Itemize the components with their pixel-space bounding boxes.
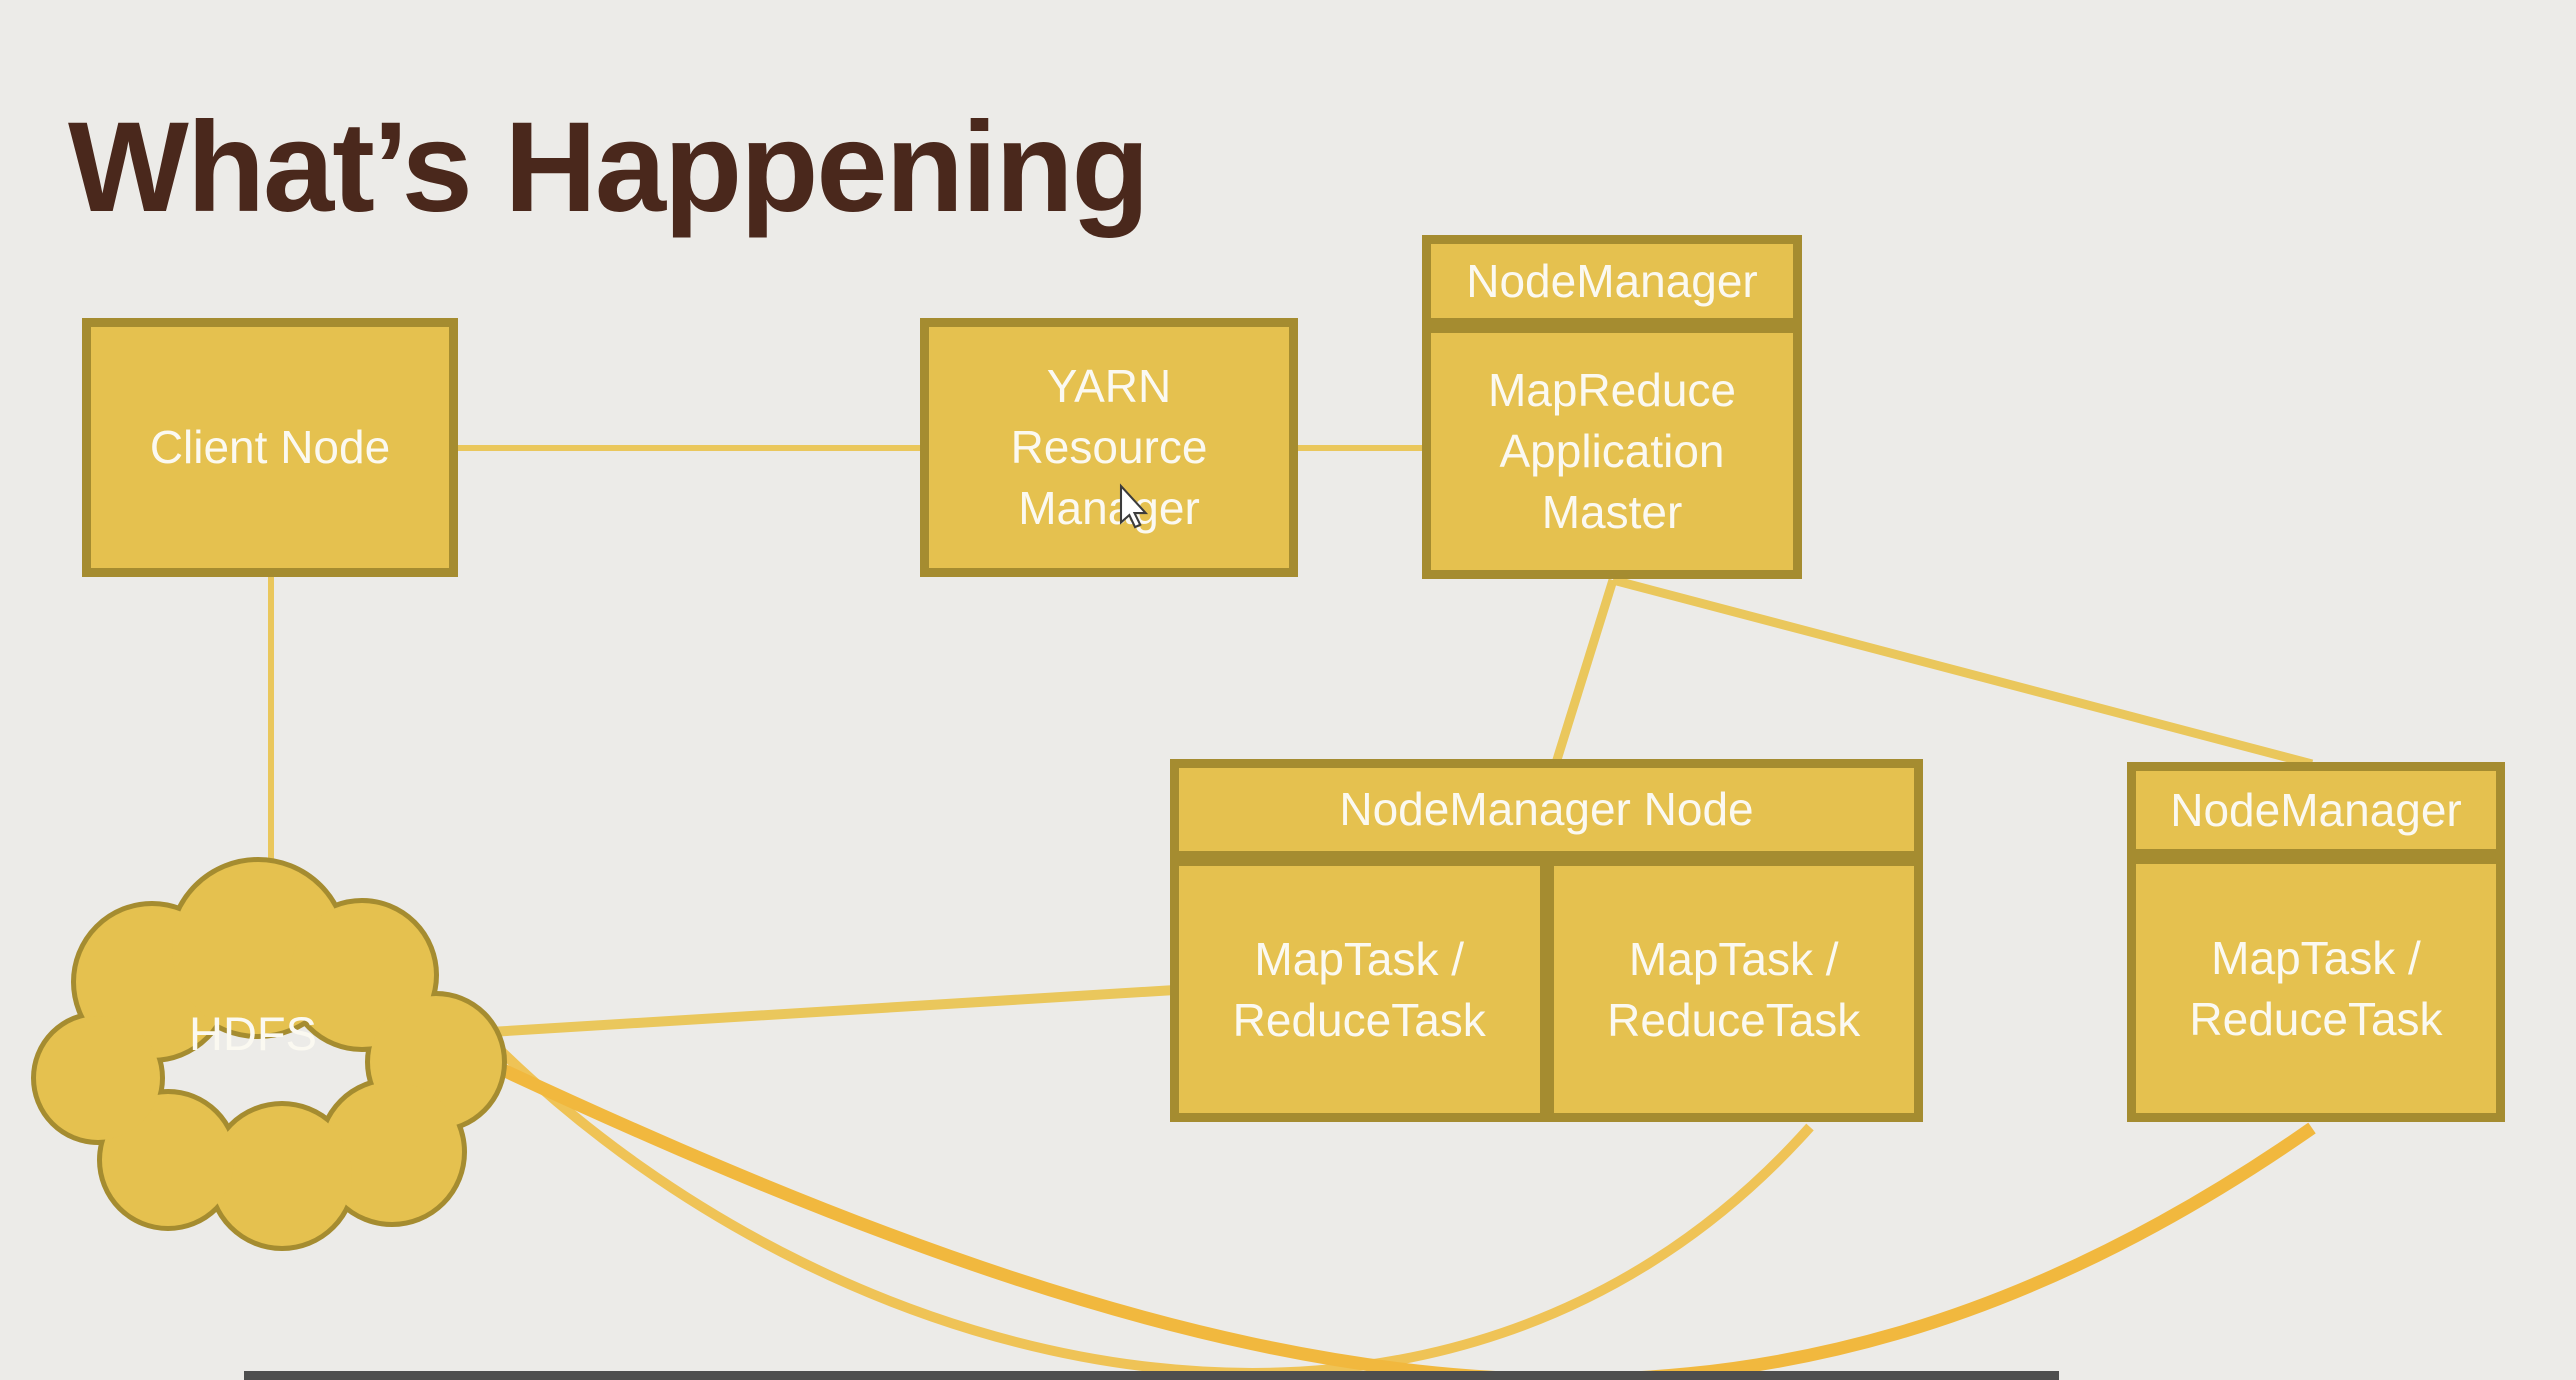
bottom-edge-bar (244, 1371, 2059, 1380)
node-nodemanager-appmaster-body: MapReduce Application Master (1431, 333, 1793, 570)
connector-hdfs-cell2-curve (496, 1046, 1814, 1378)
node-nodemanager-appmaster: NodeManager MapReduce Application Master (1422, 235, 1802, 579)
node-client-label: Client Node (149, 421, 391, 474)
node-nodemanager-node-cell2-label: MapTask / ReduceTask (1607, 932, 1861, 1046)
connector-hdfs-cell1 (489, 985, 1176, 1037)
connector-appmaster-nodemanagerright (1611, 575, 2314, 769)
connector-appmaster-nodemanagernode (1551, 578, 1618, 765)
divider (1431, 318, 1793, 333)
node-nodemanager-right-body: MapTask / ReduceTask (2136, 864, 2496, 1113)
divider (1539, 866, 1554, 1113)
node-nodemanager-right-header-label: NodeManager (2170, 783, 2462, 836)
node-nodemanager-appmaster-body-label: MapReduce Application Master (1487, 364, 1737, 538)
node-nodemanager-right-body-label: MapTask / ReduceTask (2189, 931, 2443, 1045)
node-nodemanager-node-header-label: NodeManager Node (1339, 783, 1754, 836)
node-nodemanager-right: NodeManager MapTask / ReduceTask (2127, 762, 2505, 1122)
page-title: What’s Happening (68, 95, 1150, 239)
node-nodemanager-right-header: NodeManager (2136, 771, 2496, 849)
hdfs-cloud (31, 857, 507, 1251)
node-nodemanager-node: NodeManager Node MapTask / ReduceTask Ma… (1170, 759, 1923, 1122)
node-nodemanager-node-cell1: MapTask / ReduceTask (1179, 866, 1540, 1113)
divider (2136, 849, 2496, 864)
hdfs-label: HDFS (189, 1007, 317, 1060)
node-nodemanager-node-cell2: MapTask / ReduceTask (1554, 866, 1915, 1113)
node-client: Client Node (82, 318, 458, 577)
node-yarn-resource-manager: YARN Resource Manager (920, 318, 1298, 577)
node-nodemanager-node-header: NodeManager Node (1179, 768, 1914, 851)
divider (1179, 851, 1914, 866)
node-nodemanager-node-cell1-label: MapTask / ReduceTask (1232, 932, 1486, 1046)
node-nodemanager-appmaster-header: NodeManager (1431, 244, 1793, 318)
node-yarn-label: YARN Resource Manager (1010, 360, 1208, 534)
node-nodemanager-appmaster-header-label: NodeManager (1466, 254, 1758, 307)
